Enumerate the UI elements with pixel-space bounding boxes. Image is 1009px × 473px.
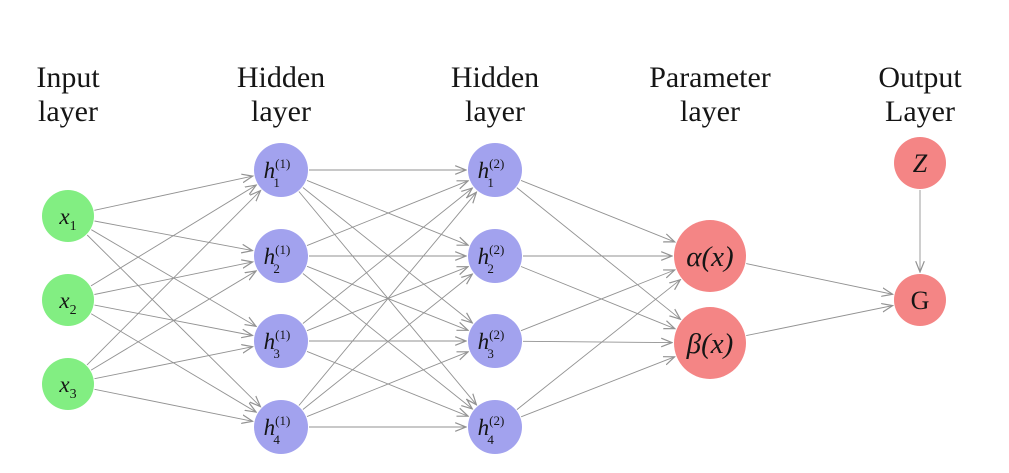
node-circle-Z [894, 137, 946, 189]
node-circle-h41 [254, 400, 308, 454]
node-label-G: G [911, 286, 930, 315]
node-Z: Z [894, 137, 946, 189]
edge-h41-h12 [298, 192, 477, 406]
layer-title-hidden1-line2: layer [251, 95, 311, 128]
node-circle-G [894, 274, 946, 326]
node-label-h12: h(2)1 [478, 156, 505, 190]
edge-h22-beta [520, 266, 675, 329]
node-circle-h22 [468, 229, 522, 283]
node-circle-alpha [674, 220, 746, 292]
edge-h12-alpha [520, 179, 675, 242]
edge-h12-beta [516, 187, 681, 320]
edge-h21-h12 [306, 181, 468, 247]
layer-titles: InputlayerHiddenlayerHiddenlayerParamete… [36, 61, 962, 128]
edge-h31-h12 [302, 188, 472, 324]
node-label-h42: h(2)4 [478, 413, 505, 447]
edge-x3-h11 [86, 191, 261, 366]
node-circle-h42 [468, 400, 522, 454]
edge-x3-h21 [90, 271, 256, 371]
node-label-alpha: α(x) [686, 241, 733, 273]
node-label-x1: x1 [58, 204, 76, 234]
node-x1: x1 [42, 190, 94, 242]
node-label-Z: Z [913, 149, 928, 178]
node-label-h22: h(2)2 [478, 242, 505, 276]
node-h12: h(2)1 [468, 143, 522, 197]
node-h32: h(2)3 [468, 314, 522, 368]
edge-h41-h32 [306, 352, 468, 418]
edge-alpha-G [746, 263, 892, 295]
node-h41: h(1)4 [254, 400, 308, 454]
layer-title-hidden2-line2: layer [465, 95, 525, 128]
node-label-x2: x2 [58, 288, 76, 318]
edge-x2-h11 [90, 185, 256, 287]
node-h21: h(1)2 [254, 229, 308, 283]
node-circle-h21 [254, 229, 308, 283]
node-circle-beta [674, 307, 746, 379]
node-label-h41: h(1)4 [264, 413, 291, 447]
edge-h41-h22 [302, 274, 472, 410]
node-circle-x2 [42, 274, 94, 326]
node-h42: h(2)4 [468, 400, 522, 454]
layer-title-input-line2: layer [38, 95, 98, 128]
node-label-h32: h(2)3 [478, 327, 505, 361]
node-circle-x1 [42, 190, 94, 242]
layer-title-output-line2: Layer [885, 95, 955, 128]
node-x3: x3 [42, 358, 94, 410]
node-label-h31: h(1)3 [264, 327, 291, 361]
layer-title-input-line1: Input [36, 61, 100, 94]
layer-title-param-line2: layer [680, 95, 740, 128]
edges [86, 170, 920, 427]
node-h11: h(1)1 [254, 143, 308, 197]
node-circle-h32 [468, 314, 522, 368]
node-label-h21: h(1)2 [264, 242, 291, 276]
layer-title-output-line1: Output [878, 61, 962, 94]
edge-h11-h32 [302, 187, 472, 323]
layer-title-param-line1: Parameter [649, 61, 771, 94]
node-alpha: α(x) [674, 220, 746, 292]
node-circle-h11 [254, 143, 308, 197]
layer-title-hidden2-line1: Hidden [451, 61, 539, 94]
node-circle-h12 [468, 143, 522, 197]
node-h22: h(2)2 [468, 229, 522, 283]
node-h31: h(1)3 [254, 314, 308, 368]
node-circle-h31 [254, 314, 308, 368]
node-beta: β(x) [674, 307, 746, 379]
edge-x1-h11 [94, 176, 252, 211]
edge-x3-h41 [94, 388, 253, 421]
node-x2: x2 [42, 274, 94, 326]
edge-h32-beta [522, 341, 672, 342]
edge-h32-alpha [520, 270, 675, 332]
node-label-x3: x3 [58, 372, 76, 402]
edge-h42-beta [520, 357, 675, 418]
node-label-h11: h(1)1 [264, 156, 291, 190]
node-G: G [894, 274, 946, 326]
edge-h42-alpha [516, 280, 680, 410]
edge-x3-h31 [94, 347, 253, 380]
node-circle-x3 [42, 358, 94, 410]
nodes: x1 x2 x3 h(1)1 h(1)2 h(1)3 h(1)4 h(2)1 h(2)2 h(2)… [42, 137, 946, 454]
layer-title-hidden1-line1: Hidden [237, 61, 325, 94]
node-label-beta: β(x) [686, 328, 734, 360]
edge-beta-G [746, 306, 892, 337]
